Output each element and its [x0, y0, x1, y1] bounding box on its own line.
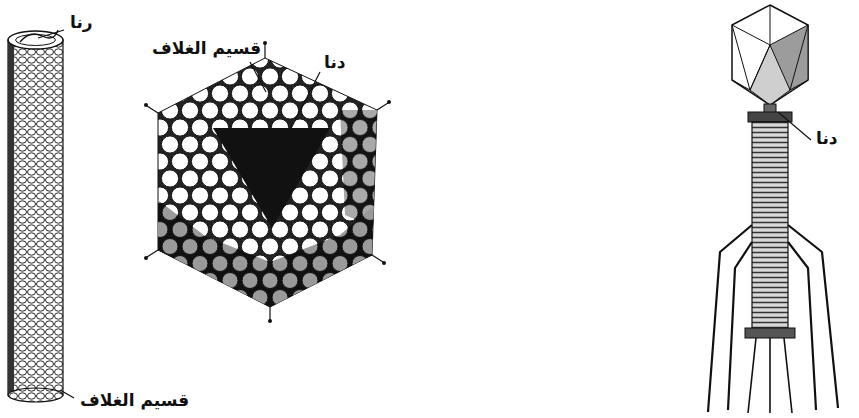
bacteriophage	[708, 5, 838, 413]
part-label: قسيم الغلاف	[78, 390, 191, 410]
icosahedral-virus	[144, 41, 391, 323]
part-label: دنا	[814, 128, 840, 148]
leader-lines	[38, 30, 811, 398]
part-label: قسيم الغلاف	[150, 38, 263, 58]
part-label: رنا	[68, 12, 95, 32]
helical-virus	[8, 30, 63, 402]
part-label: دنا	[322, 52, 348, 72]
